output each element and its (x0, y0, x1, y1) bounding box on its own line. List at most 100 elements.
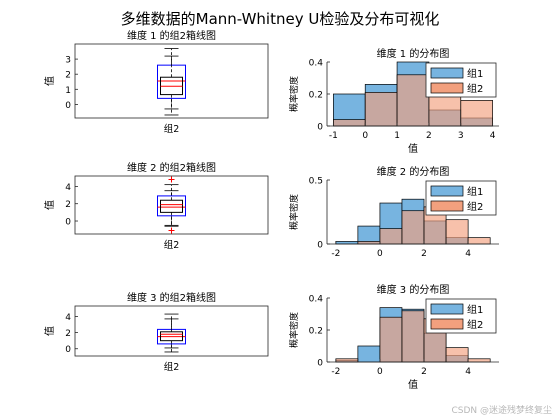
y-tick-label: 2 (65, 200, 71, 210)
histogram-bar (396, 74, 430, 127)
y-tick-label: 0.4 (309, 295, 324, 305)
y-axis-label: 概率密度 (288, 312, 300, 348)
x-tick-label: 1 (394, 131, 400, 141)
x-tick-label: 4 (490, 131, 496, 141)
x-tick-label: 组2 (164, 361, 180, 373)
legend-swatch (430, 82, 464, 94)
y-tick-label: 0 (65, 218, 71, 228)
axes-frame (74, 305, 269, 357)
x-tick-label: 2 (426, 131, 432, 141)
legend-label: 组1 (467, 303, 483, 316)
legend-swatch (430, 200, 464, 212)
outlier-marker (168, 176, 175, 183)
subplot-title: 维度 1 的分布图 (377, 47, 450, 60)
x-tick-label: 0 (377, 249, 383, 259)
box-group1 (160, 55, 183, 116)
y-tick-label: 0.2 (309, 327, 323, 337)
histogram-bar (379, 316, 403, 363)
legend-swatch (430, 318, 464, 330)
histogram-bar (357, 345, 381, 363)
y-tick-label: 1 (65, 86, 71, 96)
figure-title: 多维数据的Mann-Whitney U检验及分布可视化 (121, 10, 440, 28)
legend-swatch (430, 185, 464, 197)
y-tick-label: 0 (65, 345, 71, 355)
y-axis-label: 概率密度 (288, 76, 300, 112)
box-iqr (157, 195, 186, 217)
x-tick-label: 3 (458, 131, 464, 141)
y-axis-label: 概率密度 (288, 194, 300, 230)
y-tick-label: 0.4 (309, 59, 324, 69)
series-组2 (335, 310, 491, 363)
watermark: CSDN @迷途残梦终复尘 (451, 404, 552, 416)
histogram-bar (445, 347, 469, 363)
series-组2 (357, 206, 491, 245)
subplot-title: 维度 1 的组2箱线图 (127, 29, 216, 42)
histogram-bar (364, 92, 398, 127)
box-group1 (160, 318, 183, 349)
histogram-bar (401, 310, 425, 363)
y-tick-label: 2 (65, 71, 71, 81)
legend-label: 组2 (467, 82, 483, 95)
outlier-marker (168, 227, 175, 234)
x-tick-label: 0 (377, 367, 383, 377)
x-tick-label: 0 (362, 131, 368, 141)
x-axis-label: 值 (408, 142, 418, 155)
subplot-title: 维度 3 的分布图 (377, 283, 450, 296)
x-tick-label: -2 (331, 367, 340, 377)
legend-swatch (430, 303, 464, 315)
legend-label: 组2 (467, 200, 483, 213)
y-tick-label: 3 (65, 56, 71, 66)
y-axis-label: 值 (43, 326, 56, 336)
y-tick-label: 4 (65, 183, 71, 193)
x-tick-label: 组2 (164, 123, 180, 135)
y-tick-label: 0 (317, 123, 323, 133)
subplot-title: 维度 3 的组2箱线图 (127, 291, 216, 304)
y-tick-label: 4 (65, 313, 71, 323)
box-group1 (160, 190, 183, 226)
legend-swatch (430, 67, 464, 79)
x-tick-label: 组2 (164, 239, 180, 251)
histogram-bar (467, 358, 491, 363)
histogram-bar (333, 119, 366, 127)
subplot-title: 维度 2 的组2箱线图 (127, 161, 216, 174)
histogram-bar (401, 210, 425, 245)
histogram-bar (445, 219, 469, 245)
y-tick-label: 0 (317, 359, 323, 369)
axes-frame (74, 43, 269, 119)
subplot-title: 维度 2 的分布图 (377, 165, 450, 178)
y-tick-label: 0 (65, 101, 71, 111)
y-tick-label: 0 (317, 241, 323, 251)
y-axis-label: 值 (43, 76, 56, 86)
series-组2 (333, 74, 493, 127)
box-iqr (160, 331, 183, 342)
x-axis-label: 值 (408, 378, 418, 391)
histogram-bar (335, 358, 359, 363)
legend-label: 组1 (467, 67, 483, 80)
y-tick-label: 0.2 (309, 91, 323, 101)
x-tick-label: 2 (421, 367, 427, 377)
box-iqr (160, 199, 183, 213)
histogram-bar (379, 228, 403, 245)
y-axis-label: 值 (43, 200, 56, 210)
x-tick-label: 4 (465, 367, 471, 377)
y-tick-label: 2 (65, 329, 71, 339)
axes-frame (74, 175, 269, 235)
x-tick-label: 2 (421, 249, 427, 259)
histogram-bar (460, 100, 493, 127)
y-tick-label: 0.5 (309, 177, 323, 187)
x-tick-label: 4 (465, 249, 471, 259)
legend-label: 组2 (467, 318, 483, 331)
x-tick-label: -2 (331, 249, 340, 259)
x-tick-label: -1 (329, 131, 338, 141)
